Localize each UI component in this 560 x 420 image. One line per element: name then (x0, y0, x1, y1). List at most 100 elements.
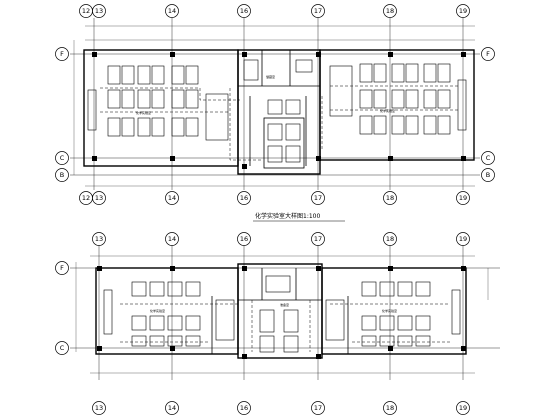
axis-bubble: 14 (165, 4, 179, 18)
axis-bubble: C (481, 151, 495, 165)
lower-wiring (120, 300, 450, 352)
upper-room-label-right-lab: 化学实验室 (380, 108, 395, 113)
axis-bubble: 12 (79, 4, 93, 18)
svg-text:C: C (486, 154, 491, 162)
svg-text:19: 19 (459, 7, 467, 15)
axis-bubble: 14 (165, 232, 179, 246)
svg-text:F: F (60, 50, 64, 58)
upper-right-axis-bubbles: F C B (481, 47, 495, 182)
svg-text:13: 13 (95, 194, 103, 202)
svg-text:13: 13 (95, 7, 103, 15)
svg-text:16: 16 (240, 194, 248, 202)
upper-plan (70, 18, 480, 190)
svg-text:14: 14 (168, 7, 176, 15)
axis-bubble: 18 (383, 191, 397, 205)
svg-text:17: 17 (314, 194, 322, 202)
axis-bubble: 16 (237, 401, 251, 415)
lower-prep-benches (259, 275, 299, 353)
svg-text:F: F (60, 264, 64, 272)
upper-left-axis-bubbles: F C B (55, 47, 69, 182)
axis-bubble: 13 (92, 401, 106, 415)
upper-top-axis-bubbles: 12 13 14 16 17 18 19 (79, 4, 470, 18)
svg-text:18: 18 (386, 194, 394, 202)
axis-bubble: 14 (165, 191, 179, 205)
svg-text:B: B (60, 171, 64, 179)
axis-bubble: 16 (237, 232, 251, 246)
svg-text:17: 17 (314, 404, 322, 412)
lower-columns (97, 266, 466, 359)
axis-bubble: 13 (92, 4, 106, 18)
svg-text:C: C (60, 344, 65, 352)
axis-bubble: F (55, 261, 69, 275)
axis-bubble: 19 (456, 232, 470, 246)
upper-plan-caption: 化学实验室大样图1:100 (255, 212, 320, 220)
lower-room-label-prep: 准备室 (280, 302, 289, 307)
axis-bubble: B (55, 168, 69, 182)
svg-text:16: 16 (240, 7, 248, 15)
axis-bubble: C (55, 341, 69, 355)
axis-bubble: 12 (79, 191, 93, 205)
svg-text:16: 16 (240, 235, 248, 243)
svg-text:18: 18 (386, 7, 394, 15)
axis-bubble: 19 (456, 401, 470, 415)
axis-bubble: 17 (311, 232, 325, 246)
svg-text:14: 14 (168, 404, 176, 412)
axis-bubble: 14 (165, 401, 179, 415)
axis-bubble: 13 (92, 191, 106, 205)
axis-bubble: 13 (92, 232, 106, 246)
svg-text:14: 14 (168, 235, 176, 243)
svg-text:12: 12 (82, 194, 90, 202)
axis-bubble: F (55, 47, 69, 61)
lower-room-label-left-lab: 化学实验室 (150, 308, 165, 313)
upper-prep-benches (243, 59, 313, 163)
axis-bubble: 16 (237, 191, 251, 205)
lower-right-lab-benches (325, 281, 461, 347)
upper-partitions (238, 50, 320, 169)
axis-bubble: 16 (237, 4, 251, 18)
svg-text:14: 14 (168, 194, 176, 202)
svg-text:13: 13 (95, 404, 103, 412)
lower-left-axis-bubbles: F C (55, 261, 69, 355)
svg-text:17: 17 (314, 235, 322, 243)
lower-walls (95, 263, 467, 359)
upper-grid-lines (70, 18, 480, 190)
axis-bubble: 18 (383, 4, 397, 18)
axis-bubble: 18 (383, 232, 397, 246)
svg-text:C: C (60, 154, 65, 162)
lower-bottom-axis-bubbles: 13 14 16 17 18 19 (92, 401, 470, 415)
upper-columns (92, 52, 466, 169)
svg-text:19: 19 (459, 194, 467, 202)
lower-plan (70, 245, 500, 380)
axis-bubble: 17 (311, 401, 325, 415)
axis-bubble: C (55, 151, 69, 165)
upper-right-lab-benches (329, 63, 467, 135)
svg-text:12: 12 (82, 7, 90, 15)
lower-dimension-lines (75, 255, 489, 374)
svg-text:13: 13 (95, 235, 103, 243)
axis-bubble: 18 (383, 401, 397, 415)
axis-bubble: 17 (311, 191, 325, 205)
lower-left-lab-benches (103, 281, 235, 347)
svg-text:18: 18 (386, 235, 394, 243)
svg-text:19: 19 (459, 235, 467, 243)
axis-bubble: 19 (456, 4, 470, 18)
lower-grid-lines (70, 245, 500, 380)
upper-room-label-storage: 储藏室 (266, 74, 275, 79)
axis-bubble: F (481, 47, 495, 61)
lower-top-axis-bubbles: 13 14 16 17 18 19 (92, 232, 470, 246)
upper-dimension-lines (73, 25, 475, 187)
svg-text:16: 16 (240, 404, 248, 412)
svg-text:19: 19 (459, 404, 467, 412)
axis-bubble: 19 (456, 191, 470, 205)
upper-room-label-left-lab: 化学实验室 (136, 110, 151, 115)
lower-room-label-right-lab: 化学实验室 (382, 308, 397, 313)
upper-wiring (100, 85, 460, 161)
axis-bubble: B (481, 168, 495, 182)
upper-left-lab-benches (87, 65, 229, 141)
lower-partitions (211, 268, 349, 354)
svg-text:17: 17 (314, 7, 322, 15)
svg-text:18: 18 (386, 404, 394, 412)
axis-bubble: 17 (311, 4, 325, 18)
svg-text:B: B (486, 171, 490, 179)
